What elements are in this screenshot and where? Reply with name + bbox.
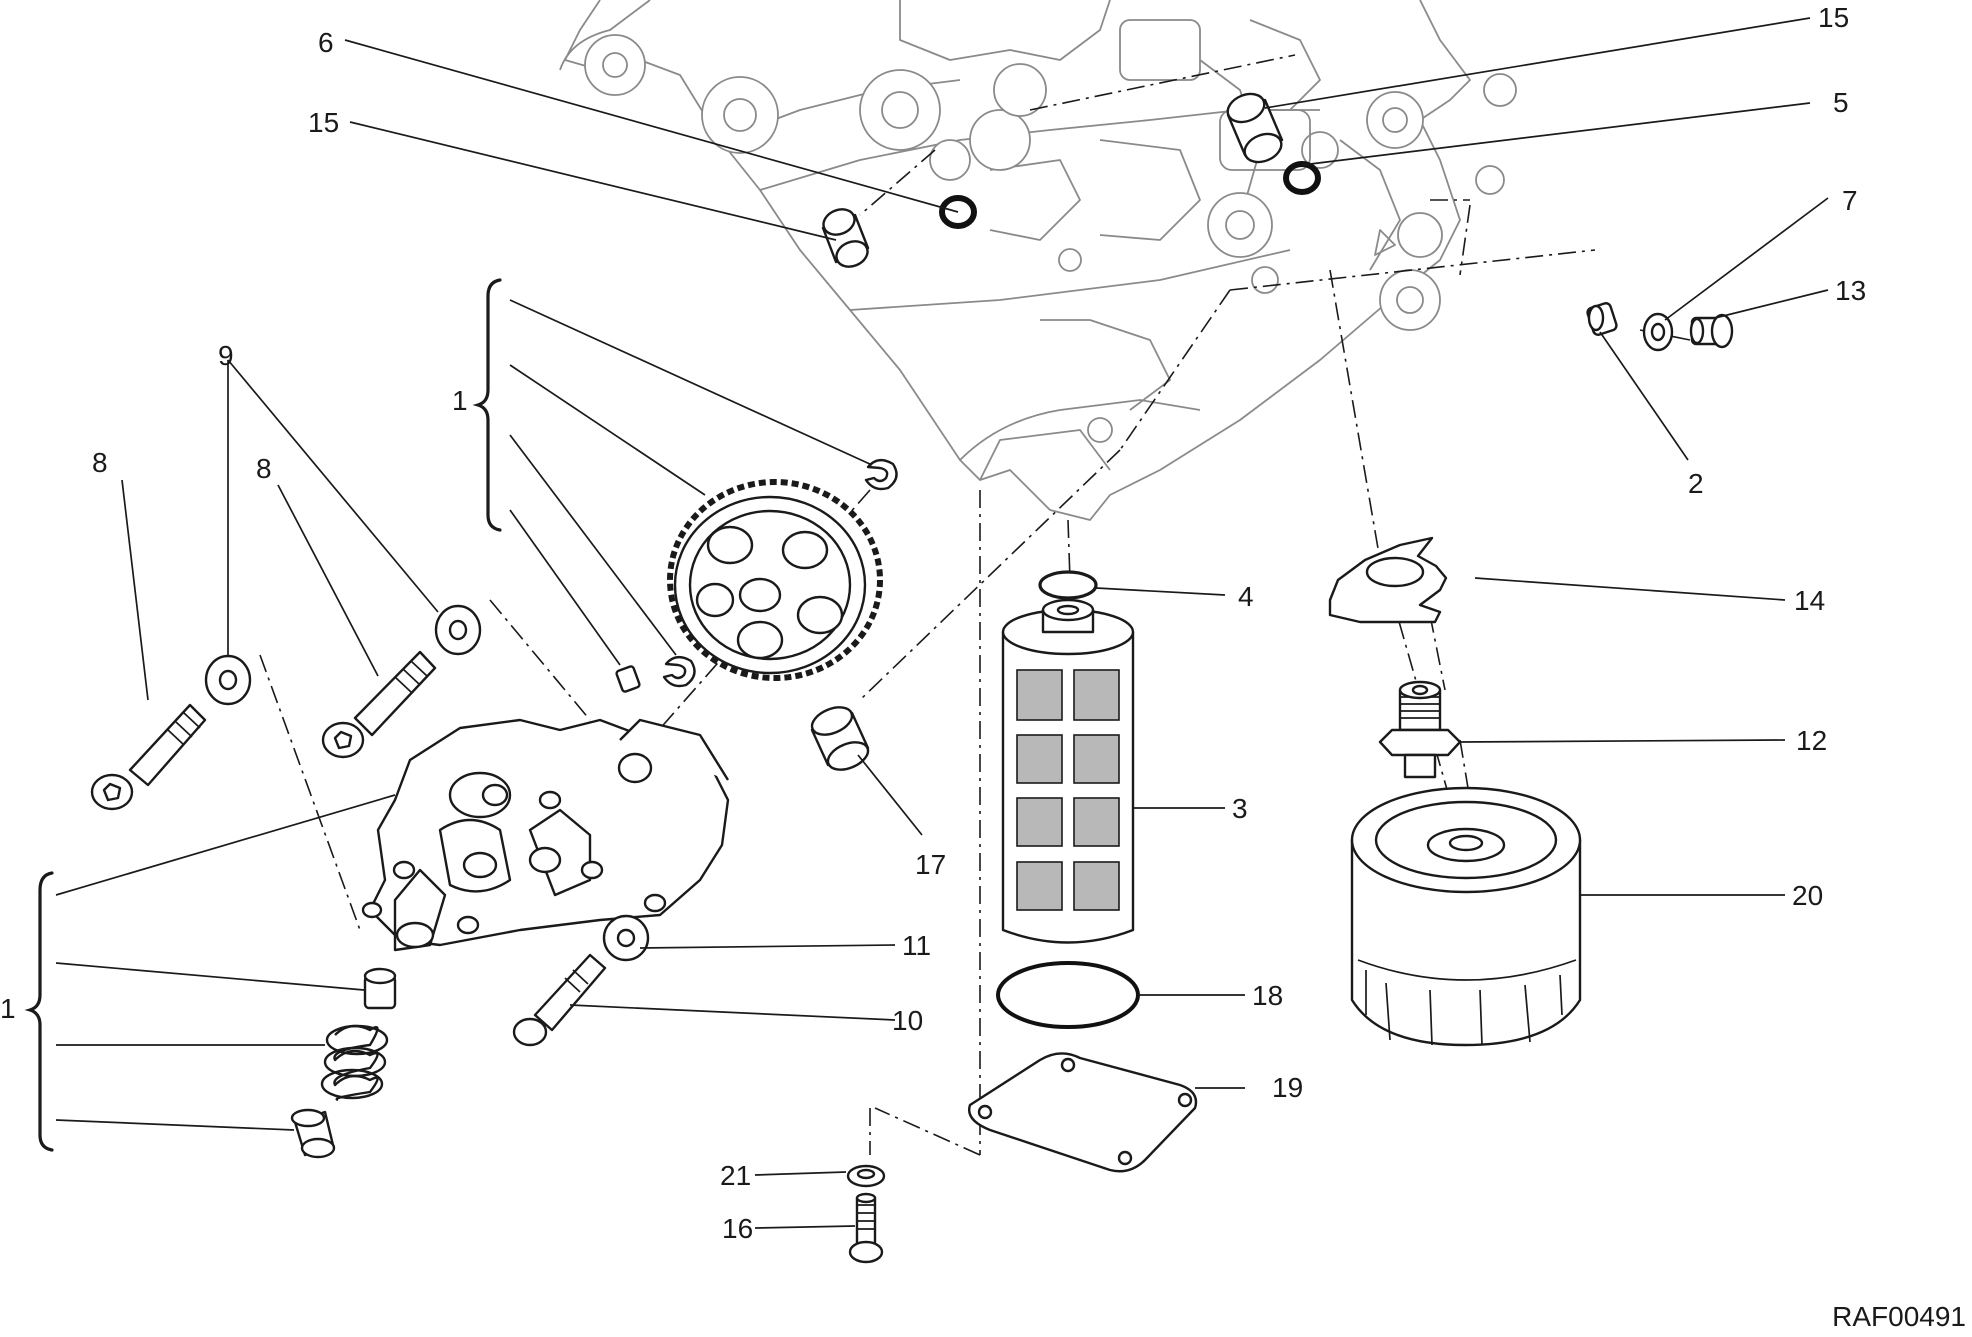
oil-pump-body bbox=[361, 718, 730, 952]
washer-9-left bbox=[204, 654, 252, 706]
callout-17: 17 bbox=[915, 849, 946, 880]
callout-8-right: 8 bbox=[256, 453, 272, 484]
callout-11: 11 bbox=[902, 930, 931, 961]
callout-13: 13 bbox=[1835, 275, 1866, 306]
nipple-12 bbox=[1378, 680, 1462, 779]
o-ring-6 bbox=[939, 195, 977, 229]
circlip-lower bbox=[662, 656, 696, 688]
callout-2: 2 bbox=[1688, 468, 1704, 499]
callout-20: 20 bbox=[1792, 880, 1823, 911]
callout-21: 21 bbox=[720, 1160, 751, 1191]
callout-5: 5 bbox=[1833, 87, 1849, 118]
screw-13 bbox=[1689, 313, 1734, 349]
washer-9-right bbox=[434, 604, 482, 656]
woodruff-key bbox=[615, 665, 641, 693]
relief-valve-plug bbox=[290, 1108, 336, 1159]
drawing-reference-code: RAF00491 bbox=[1832, 1301, 1966, 1332]
washer-7 bbox=[1642, 312, 1674, 352]
o-ring-4 bbox=[1038, 570, 1098, 600]
callout-9: 9 bbox=[218, 340, 234, 371]
callout-8-left: 8 bbox=[92, 447, 108, 478]
brace-group-1-bottom bbox=[24, 871, 54, 1152]
leader-lines bbox=[55, 17, 1829, 1229]
bushing-15-right bbox=[1226, 92, 1284, 164]
bolt-8-left bbox=[90, 703, 207, 811]
callout-3: 3 bbox=[1232, 793, 1248, 824]
oil-filter-20 bbox=[1350, 786, 1582, 1047]
o-ring-5 bbox=[1283, 161, 1321, 195]
washer-21 bbox=[846, 1164, 886, 1188]
plug-2 bbox=[1586, 302, 1618, 336]
callout-18: 18 bbox=[1252, 980, 1283, 1011]
callout-4: 4 bbox=[1238, 581, 1254, 612]
brace-group-1-top bbox=[472, 278, 502, 532]
callout-15-left: 15 bbox=[308, 107, 339, 138]
screw-16 bbox=[848, 1192, 884, 1264]
callout-7: 7 bbox=[1842, 185, 1858, 216]
bolt-10 bbox=[512, 953, 607, 1047]
callout-labels: 1 1 2 3 4 5 6 7 8 8 9 10 11 12 13 14 15 … bbox=[0, 2, 1866, 1244]
relief-valve-spring bbox=[320, 1024, 389, 1102]
strainer-3 bbox=[1001, 598, 1135, 944]
callout-15-top-right: 15 bbox=[1818, 2, 1849, 33]
callout-6: 6 bbox=[318, 27, 334, 58]
circlip-top bbox=[864, 459, 898, 491]
cover-plate-19 bbox=[968, 1052, 1198, 1173]
bushing-17 bbox=[810, 706, 870, 771]
callout-19: 19 bbox=[1272, 1072, 1303, 1103]
crankcase-half bbox=[559, 0, 1517, 521]
o-ring-18 bbox=[996, 961, 1140, 1029]
bushing-15-left bbox=[821, 208, 870, 268]
bolt-8-right bbox=[321, 650, 437, 759]
pump-gear bbox=[667, 479, 883, 681]
washer-11 bbox=[602, 914, 650, 962]
callout-10: 10 bbox=[892, 1005, 923, 1036]
assembly-axes bbox=[259, 54, 1691, 1156]
bracket-14 bbox=[1328, 536, 1448, 624]
callout-1-top: 1 bbox=[452, 385, 468, 416]
callout-14: 14 bbox=[1794, 585, 1825, 616]
relief-valve-piston bbox=[363, 967, 397, 1010]
callout-1-bottom: 1 bbox=[0, 993, 16, 1024]
callout-16: 16 bbox=[722, 1213, 753, 1244]
callout-12: 12 bbox=[1796, 725, 1827, 756]
